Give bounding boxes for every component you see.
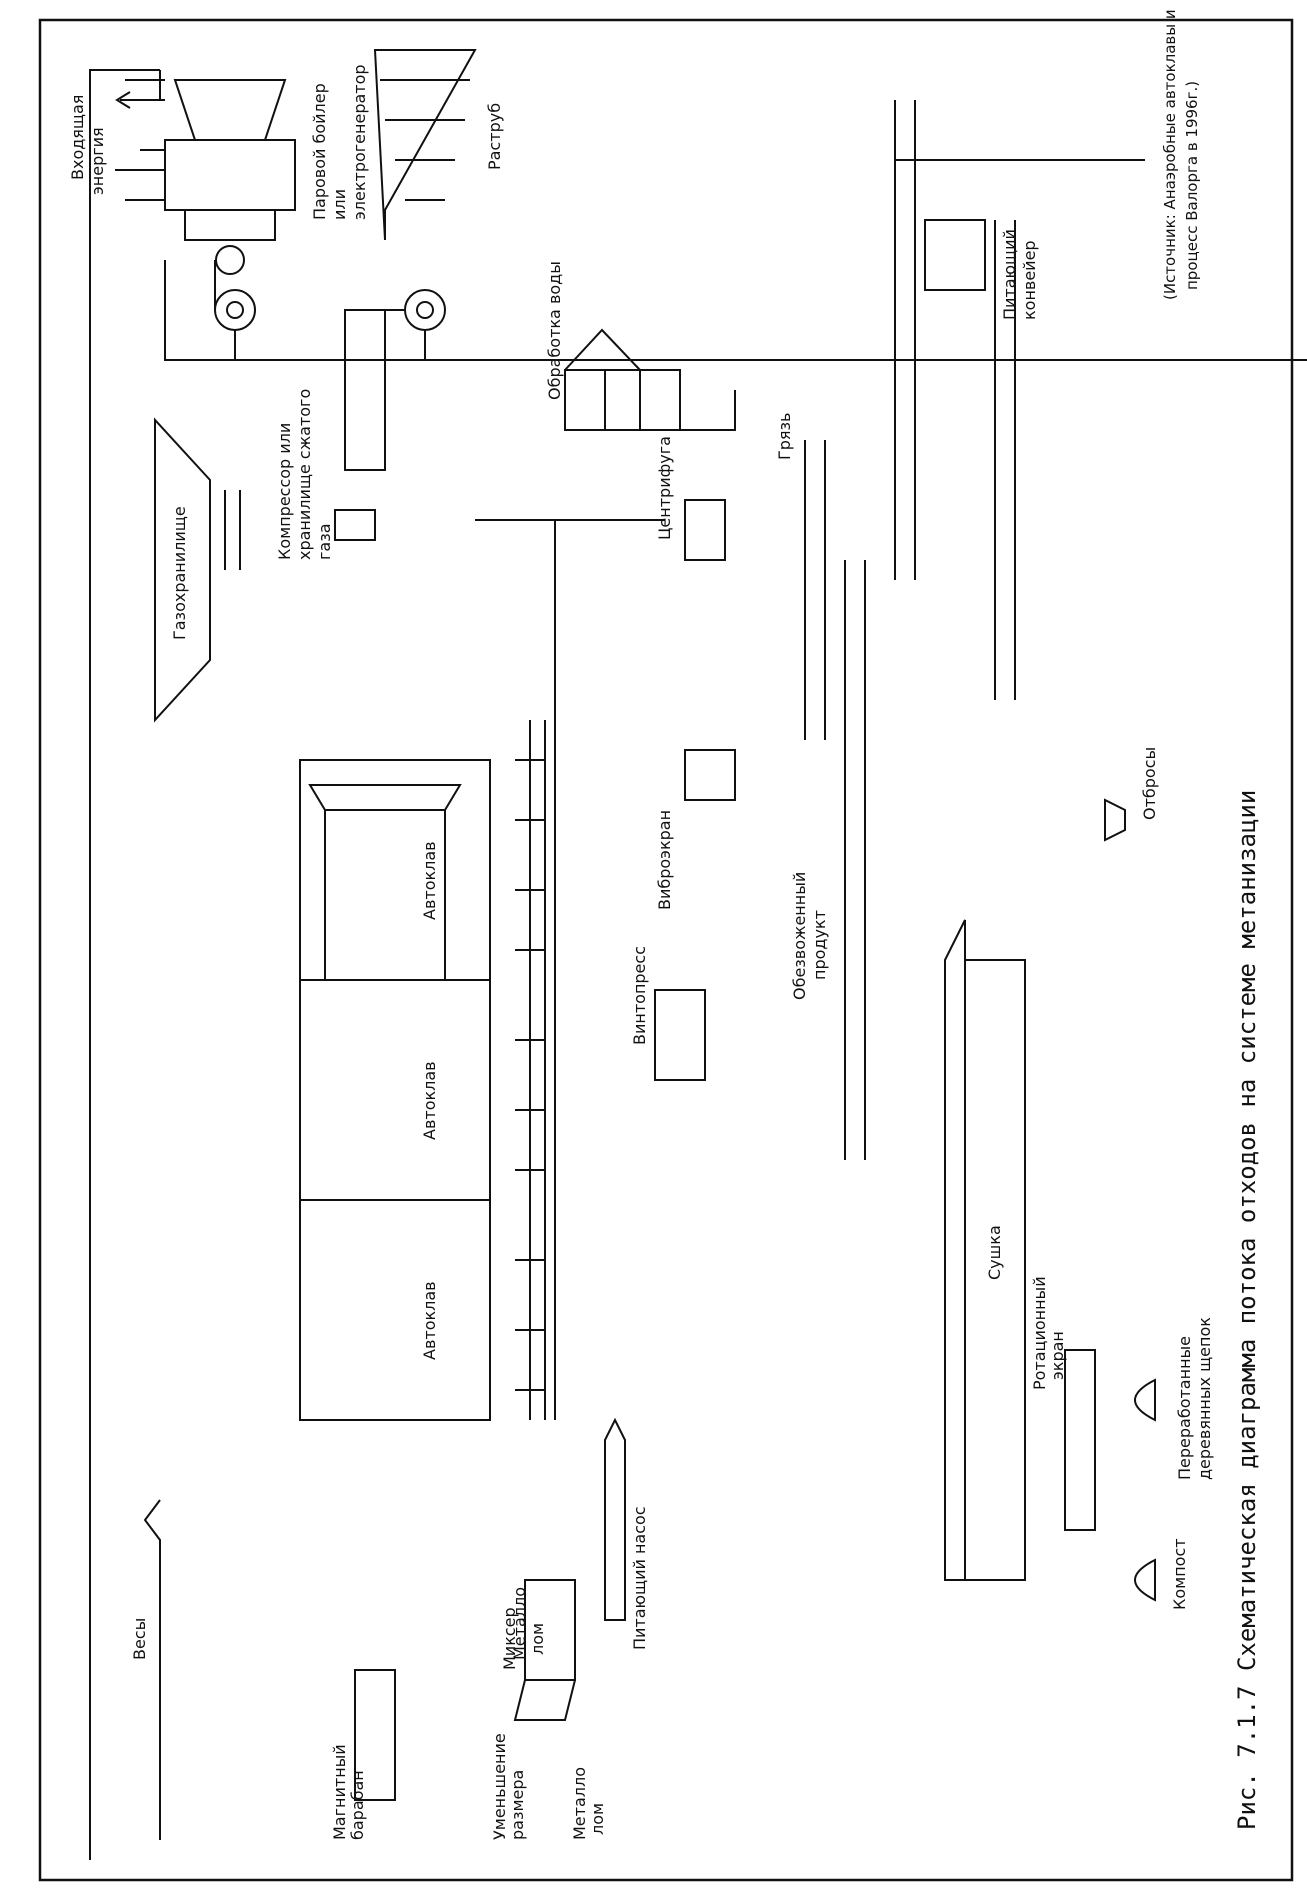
screw-press-label: Винтопресс <box>630 946 649 1045</box>
boiler-label-2: или <box>330 189 349 220</box>
feed-conveyor-label-1: Питающий <box>1000 229 1019 320</box>
caption-group: Рис. 7.1.7 Схематическая диаграмма поток… <box>1233 790 1261 1830</box>
dryer-label: Сушка <box>985 1225 1004 1280</box>
boiler-label-3: электрогенератор <box>350 64 369 220</box>
magnetic-drum-label-2: барабан <box>348 1770 367 1840</box>
source-note-line-2: процесс Валорга в 1996г.) <box>1183 81 1201 290</box>
compressor-label-2: хранилище сжатого <box>295 389 314 560</box>
metal-scrap-label-1b: лом <box>528 1623 547 1655</box>
mud-label: Грязь <box>775 413 794 460</box>
magnetic-drum-label-1: Магнитный <box>330 1744 349 1840</box>
compost-label: Компост <box>1170 1538 1189 1610</box>
vibroscreen-label: Виброэкран <box>655 810 674 910</box>
compressor-label-1: Компрессор или <box>275 423 294 560</box>
incoming-energy-label-2: энергия <box>88 127 107 195</box>
autoclave-label-1: Автоклав <box>420 841 439 920</box>
autoclave-label-2: Автоклав <box>420 1061 439 1140</box>
flare-label: Раструб <box>485 103 504 170</box>
incoming-energy-label-1: Входящая <box>68 95 87 180</box>
wood-chips-label-1: Переработанные <box>1175 1336 1194 1480</box>
metal-scrap-label-1a: Металло <box>510 1587 529 1660</box>
boiler-label-1: Паровой бойлер <box>310 83 329 220</box>
dewatered-label-2: продукт <box>810 910 829 980</box>
feed-pump-label: Питающий насос <box>630 1506 649 1650</box>
metal-scrap-label-2a: Металло <box>570 1767 589 1840</box>
dewatered-label-1: Обезвоженный <box>790 872 809 1000</box>
size-reduction-label-1: Уменьшение <box>490 1733 509 1840</box>
metal-scrap-label-2b: лом <box>588 1803 607 1835</box>
compressor-label-3: газа <box>315 523 334 560</box>
rotary-screen-label-1: Ротационный <box>1030 1276 1049 1390</box>
size-reduction-label-2: размера <box>508 1770 527 1840</box>
feed-conveyor-label-2: конвейер <box>1020 240 1039 320</box>
water-treatment-label: Обработка воды <box>545 261 564 400</box>
scales-label: Весы <box>130 1618 149 1660</box>
autoclave-label-3: Автоклав <box>420 1281 439 1360</box>
source-note-line-1: (Источник: Анаэробные автоклавы и <box>1161 9 1179 300</box>
wood-chips-label-2: деревянных щепок <box>1195 1317 1214 1480</box>
centrifuge-label: Центрифуга <box>655 436 674 540</box>
gas-holder-label: Газохранилище <box>170 506 189 640</box>
rotary-screen-label-2: экран <box>1048 1331 1067 1380</box>
figure-caption: Рис. 7.1.7 Схематическая диаграмма поток… <box>1233 790 1261 1830</box>
rejects-label: Отбросы <box>1140 747 1159 820</box>
